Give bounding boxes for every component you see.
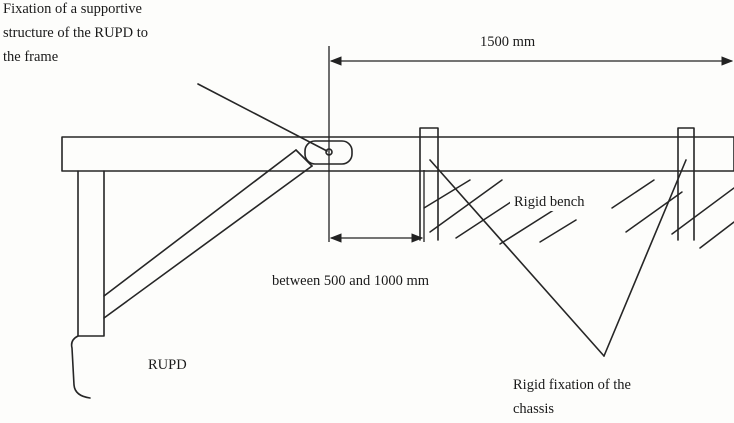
label-rupd: RUPD [148,357,187,373]
strut-end-cap [295,149,313,167]
label-fixation-line-3: the frame [3,49,59,65]
label-dimension-1500: 1500 mm [480,34,536,50]
bench-hatching [423,179,734,249]
leader-fixation-rupd [197,83,328,152]
bench-post-right [677,127,695,241]
label-dimension-500-1000: between 500 and 1000 mm [272,273,430,289]
label-fixation-line-2: structure of the RUPD to [3,25,148,41]
frame-beam [61,136,734,172]
bench-post-left [419,127,439,241]
label-rigid-bench: Rigid bench [510,194,589,211]
label-rigid-fixation-chassis: Rigid fixation of the chassis [513,373,631,421]
rupd-diagonal-strut [103,149,313,319]
rupd-bottom-bracket [70,335,91,399]
leader-rigid-fixation-left [429,159,605,357]
label-fixation-line-1: Fixation of a supportive [3,1,142,17]
label-rigid-fixation-line-1: Rigid fixation of the [513,377,631,393]
leader-rigid-fixation-right [603,159,687,357]
rupd-vertical-post [77,170,105,337]
label-rigid-fixation-line-2: chassis [513,401,555,417]
label-fixation-supportive-structure: Fixation of a supportive structure of th… [3,0,148,69]
